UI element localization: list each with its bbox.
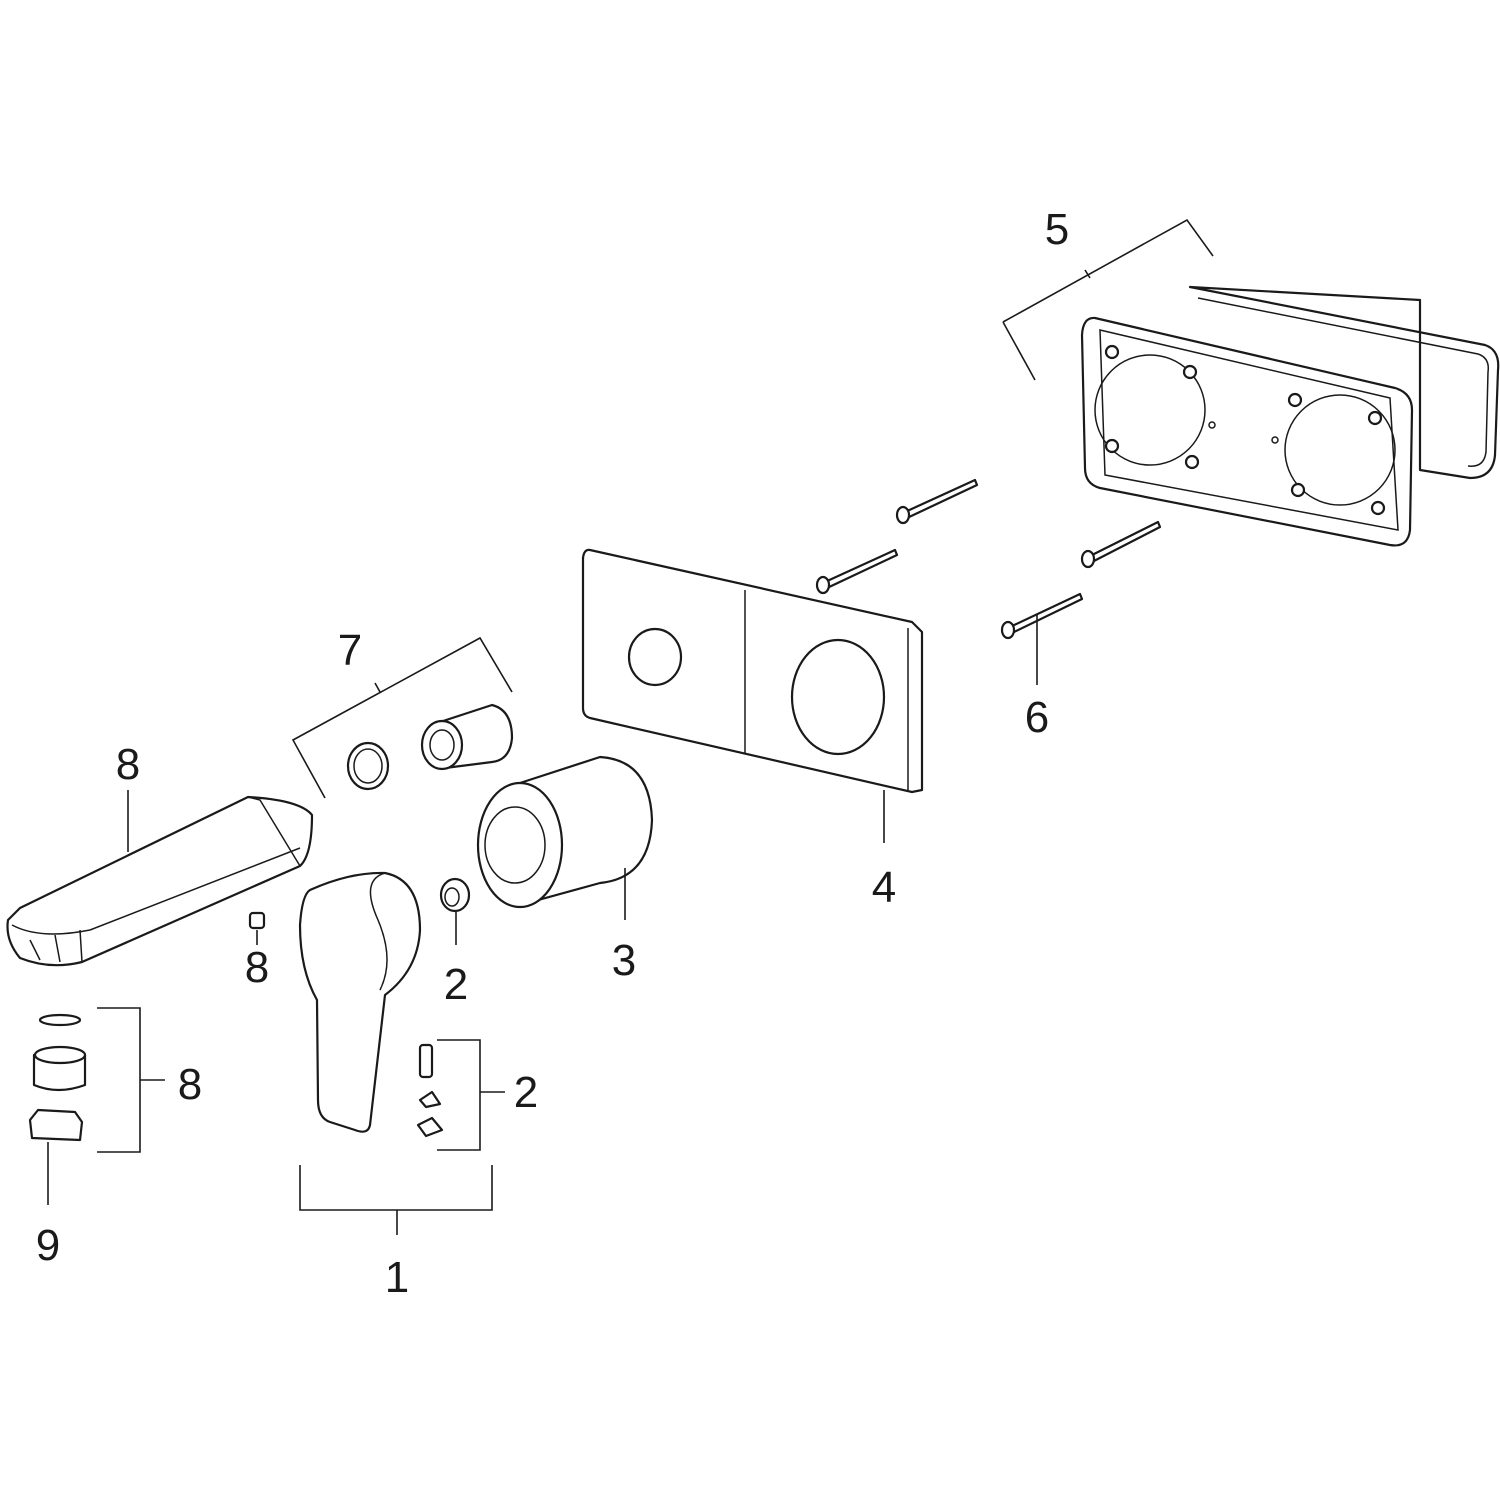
- cover-plate-part-4: [581, 548, 924, 794]
- handle-part-1: [298, 871, 422, 1133]
- screw-set-part-2: [416, 1043, 444, 1138]
- label-part-2-screws: 2: [514, 1068, 538, 1117]
- label-part-4: 4: [872, 863, 896, 912]
- label-part-3: 3: [612, 936, 636, 985]
- aerator-set-part-8: [28, 1013, 87, 1142]
- label-part-7: 7: [338, 626, 362, 675]
- nut-part-2: [439, 877, 471, 913]
- sleeve-part-3: [476, 755, 654, 909]
- label-part-9: 9: [36, 1221, 60, 1270]
- label-part-1: 1: [385, 1253, 409, 1302]
- label-part-8-plug: 8: [245, 943, 269, 992]
- label-part-2-nut: 2: [444, 960, 468, 1009]
- label-part-5: 5: [1045, 205, 1069, 254]
- bracket-part-1: [299, 1165, 493, 1235]
- plug-part-8: [248, 911, 266, 930]
- label-part-6: 6: [1025, 693, 1049, 742]
- spout-part-8: [6, 795, 314, 967]
- bracket-part-5: [1002, 218, 1214, 381]
- bracket-part-7: [291, 636, 513, 799]
- mounting-frame-part-5: [1080, 285, 1500, 547]
- label-part-8-spout: 8: [116, 740, 140, 789]
- screws-part-6: [815, 478, 1162, 640]
- bracket-part-2: [437, 1039, 505, 1151]
- cartridge-part-7: [346, 703, 514, 791]
- bracket-part-8: [97, 1007, 165, 1153]
- label-part-8-aerator: 8: [178, 1060, 202, 1109]
